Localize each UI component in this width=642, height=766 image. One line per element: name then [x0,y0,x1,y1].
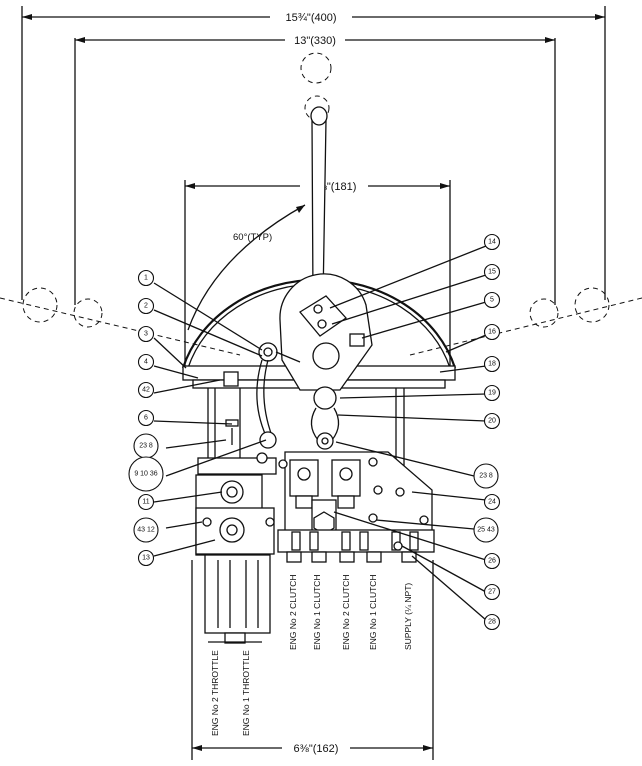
svg-text:25 43: 25 43 [477,527,495,534]
lever-span-dimension: 13"(330) [74,35,556,305]
callout-bubble: 20 [483,412,501,430]
callout-bubble: 3 [137,325,155,343]
callout-bubble: 23 8 [473,463,499,489]
svg-text:18: 18 [488,361,496,368]
callout-bubble: 18 [483,355,501,373]
valve-body [195,451,435,644]
svg-text:9 10 36: 9 10 36 [134,471,157,478]
svg-text:1: 1 [144,275,148,282]
overall-width-dimension: 15¾"(400) [21,6,606,300]
lever-angle-annotation: 60°(TYP) [187,204,306,331]
callout-bubble: 6 [137,409,155,427]
svg-text:28: 28 [488,619,496,626]
control-lever [310,106,328,301]
port-label: SUPPLY (¼ NPT) [403,583,413,650]
port-label: ENG No 1 CLUTCH [312,574,322,650]
callout-bubble: 2 [137,297,155,315]
base-width-dimension: 6⅜"(162) [191,560,434,760]
base-width-label: 6⅜"(162) [294,743,339,755]
lever-travel-phantom [0,52,642,356]
port-label: ENG No 1 THROTTLE [241,650,251,736]
callout-bubble: 4 [137,353,155,371]
callout-bubble: 1 [137,269,155,287]
callout-bubble: 25 43 [473,517,499,543]
callout-bubble: 23 8 [133,433,159,459]
svg-text:4: 4 [144,359,148,366]
svg-text:20: 20 [488,418,496,425]
right-leaders [329,245,487,621]
overall-width-label: 15¾"(400) [286,12,337,24]
callout-bubble: 15 [483,263,501,281]
svg-text:14: 14 [488,239,496,246]
port-labels: ENG No 2 THROTTLE ENG No 1 THROTTLE ENG … [208,574,413,736]
left-callouts: 1 2 3 4 42 6 23 8 9 10 36 11 43 12 13 [128,269,164,567]
port-label: ENG No 2 CLUTCH [288,574,298,650]
port-label: ENG No 2 CLUTCH [341,574,351,650]
svg-text:6: 6 [144,415,148,422]
svg-text:43 12: 43 12 [137,527,155,534]
callout-bubble: 27 [483,583,501,601]
svg-text:3: 3 [144,331,148,338]
callout-bubble: 11 [137,493,155,511]
svg-text:11: 11 [142,499,149,506]
callout-bubble: 43 12 [133,517,159,543]
svg-text:27: 27 [488,589,496,596]
svg-text:24: 24 [488,499,496,506]
svg-text:16: 16 [488,329,496,336]
svg-text:26: 26 [488,558,496,565]
port-label: ENG No 2 THROTTLE [210,650,220,736]
right-callouts: 14 15 5 16 18 19 20 23 8 24 25 43 26 27 … [473,233,501,631]
callout-bubble: 28 [483,613,501,631]
callout-bubble: 26 [483,552,501,570]
svg-text:42: 42 [142,387,150,394]
port-label: ENG No 1 CLUTCH [368,574,378,650]
svg-text:15: 15 [488,269,496,276]
lever-angle-label: 60°(TYP) [233,232,272,243]
svg-text:19: 19 [488,390,496,397]
callout-bubble: 16 [483,323,501,341]
callout-bubble: 5 [483,291,501,309]
callout-bubble: 24 [483,493,501,511]
svg-text:23 8: 23 8 [139,443,153,450]
callout-bubble: 9 10 36 [128,456,164,492]
svg-text:2: 2 [144,303,148,310]
callout-bubble: 42 [137,381,155,399]
left-leaders [153,282,267,557]
lever-span-label: 13"(330) [294,35,336,47]
frame-plates [207,371,405,472]
callout-bubble: 14 [483,233,501,251]
svg-text:23 8: 23 8 [479,473,493,480]
svg-text:13: 13 [142,555,150,562]
callout-bubble: 13 [137,549,155,567]
callout-bubble: 19 [483,384,501,402]
cam-mechanism [256,273,373,450]
svg-text:5: 5 [490,297,494,304]
